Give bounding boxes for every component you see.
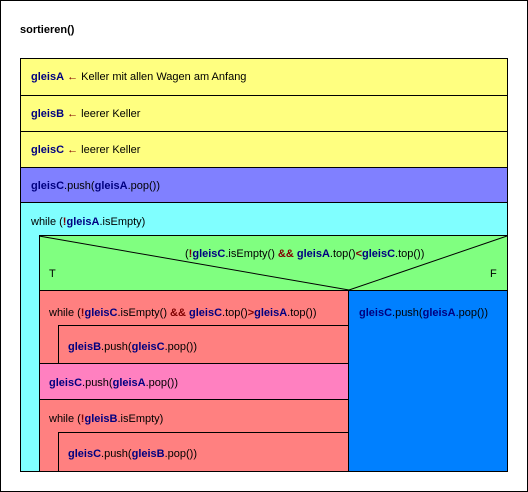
outer-while-header: while (!gleisA.isEmpty) (31, 216, 146, 228)
branch-true-label: T (49, 268, 56, 280)
assign-arrow-icon: ← (67, 71, 79, 83)
true-while-1-header: while (!gleisC.isEmpty() && gleisC.top()… (49, 307, 317, 319)
assign-gleisB-text: gleisB ← leerer Keller (31, 108, 141, 120)
diagram-title: sortieren() (20, 24, 75, 36)
true-push-text: gleisC.push(gleisA.pop()) (49, 377, 179, 389)
true-while-2-header: while (!gleisB.isEmpty) (49, 413, 164, 425)
branch-false-label: F (490, 268, 497, 280)
assign-gleisC-text: gleisC ← leerer Keller (31, 144, 141, 156)
false-branch-block: gleisC.push(gleisA.pop()) (348, 290, 508, 472)
if-condition-text: (!gleisC.isEmpty() && gleisA.top()<gleis… (185, 248, 425, 260)
assign-gleisA-block: gleisA ← Keller mit allen Wagen am Anfan… (20, 58, 508, 96)
assign-arrow-icon: ← (67, 144, 79, 156)
true-while-1-body-text: gleisB.push(gleisC.pop()) (68, 341, 198, 353)
assign-arrow-icon: ← (67, 108, 79, 120)
assign-gleisB-block: gleisB ← leerer Keller (20, 95, 508, 132)
false-branch-push-text: gleisC.push(gleisA.pop()) (359, 307, 489, 319)
push-statement-block: gleisC.push(gleisA.pop()) (20, 167, 508, 203)
push-statement-text: gleisC.push(gleisA.pop()) (31, 180, 161, 192)
assign-gleisC-block: gleisC ← leerer Keller (20, 131, 508, 168)
true-while-2-body-text: gleisC.push(gleisB.pop()) (68, 448, 198, 460)
true-push-statement: gleisC.push(gleisA.pop()) (39, 363, 349, 400)
if-condition-block: (!gleisC.isEmpty() && gleisA.top()<gleis… (39, 235, 508, 291)
true-while-2-body: gleisC.push(gleisB.pop()) (58, 432, 349, 472)
true-while-1-body: gleisB.push(gleisC.pop()) (58, 325, 349, 364)
assign-gleisA-text: gleisA ← Keller mit allen Wagen am Anfan… (31, 71, 247, 83)
